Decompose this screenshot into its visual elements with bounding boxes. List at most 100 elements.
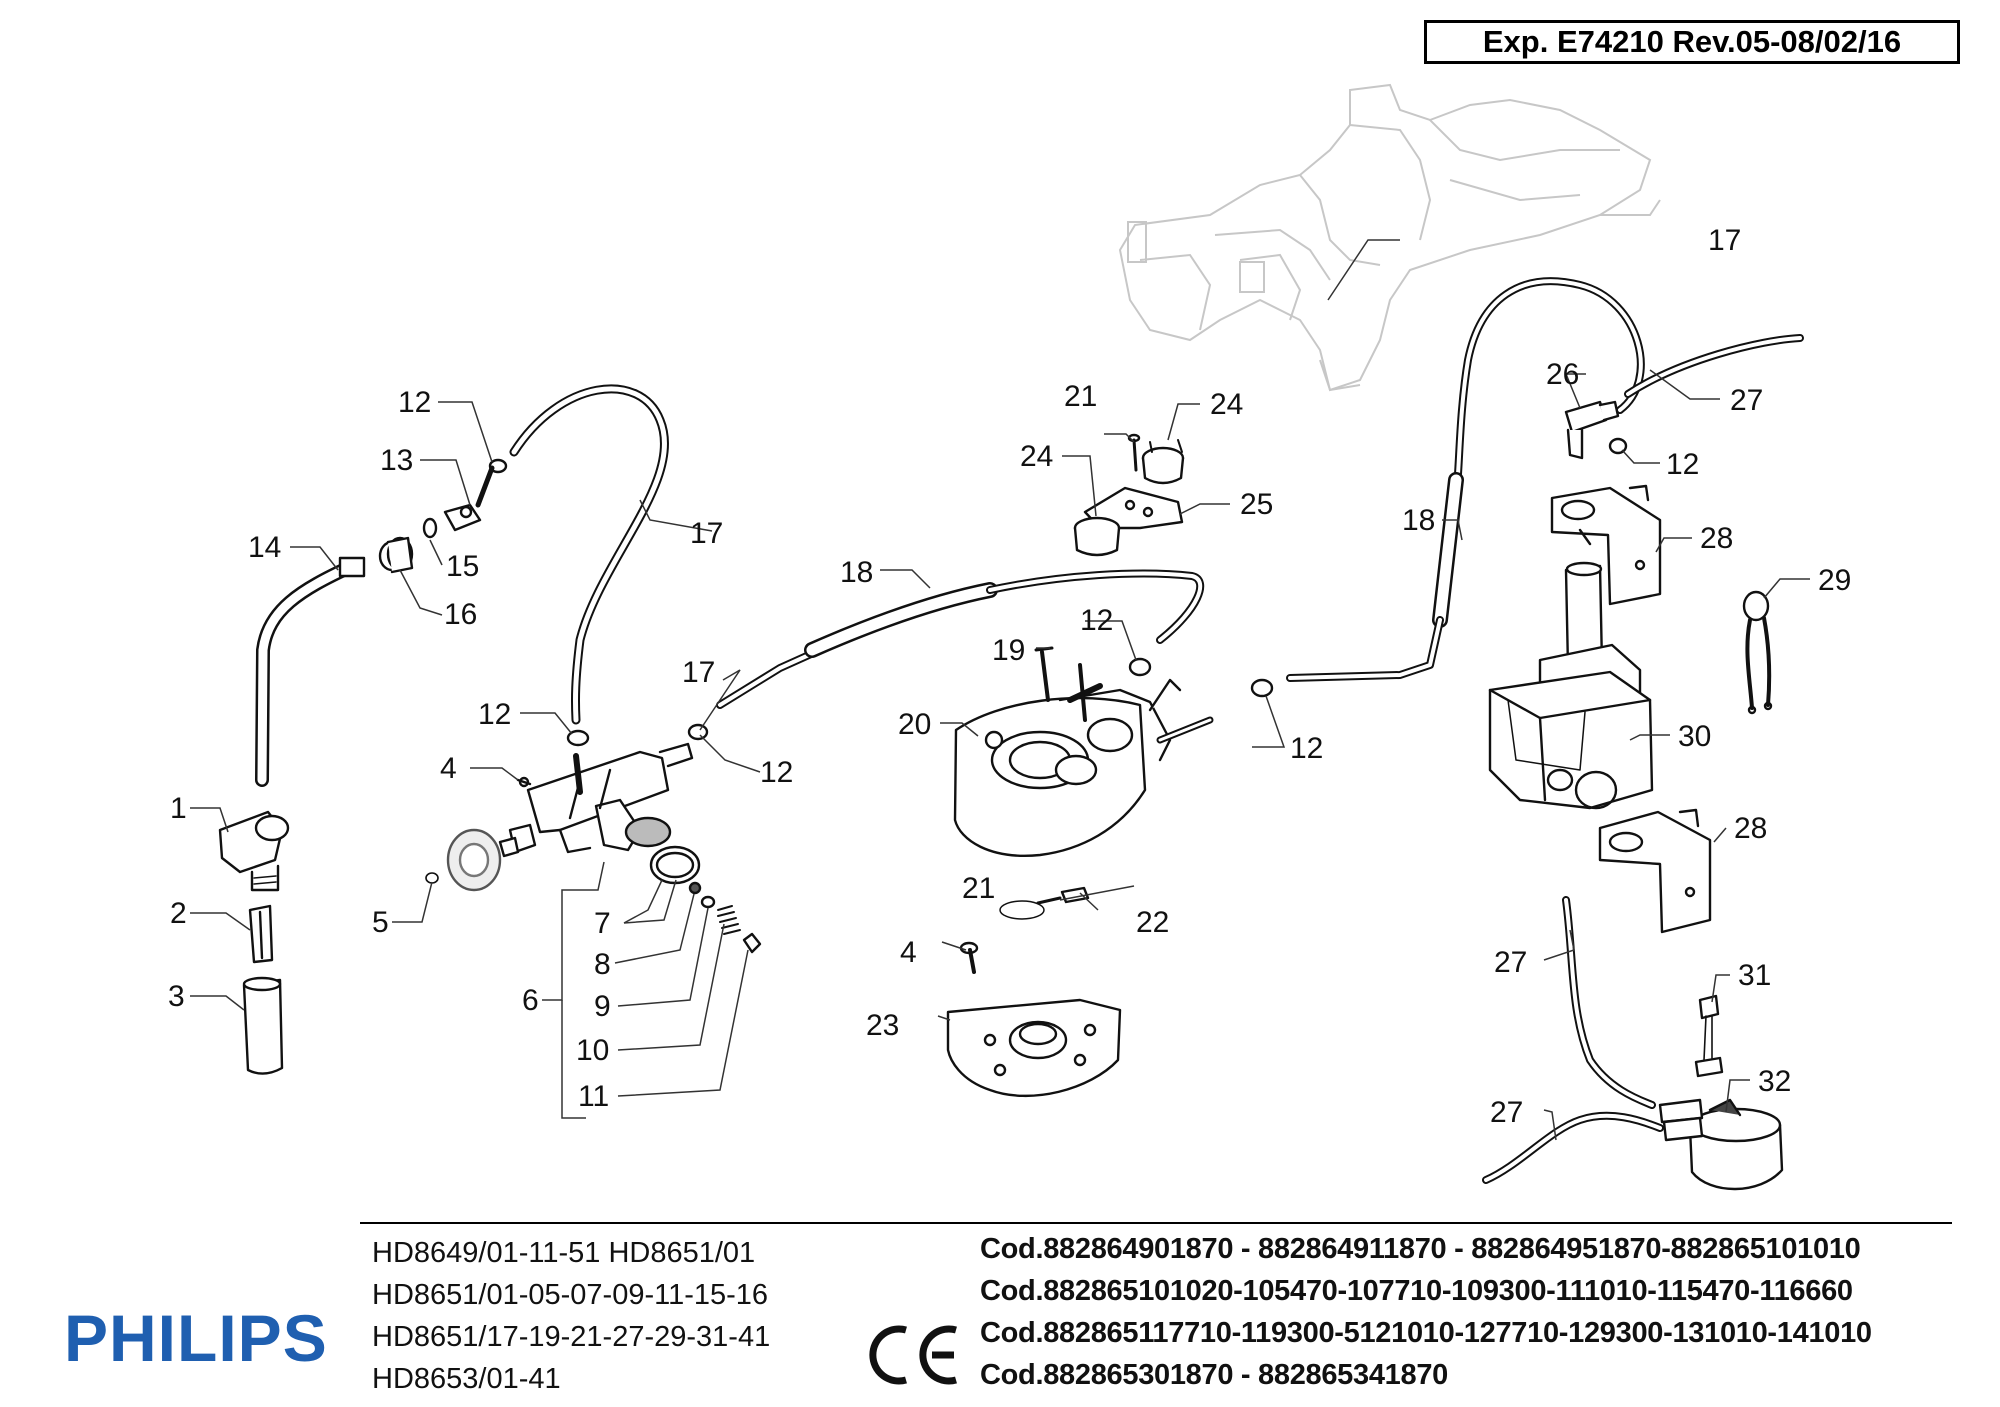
callout-9: 9 [594,990,611,1023]
part-4-screw-base [959,941,979,974]
part-17-hose-middle [716,646,824,709]
part-15-oring [422,517,438,539]
model-line-4: HD8653/01-41 [372,1363,561,1395]
callout-27-mid: 27 [1494,946,1527,979]
callout-25: 25 [1240,488,1273,521]
part-11-valve-cap [742,932,762,954]
callout-17-right: 17 [1708,224,1741,257]
callout-12-right-manifold: 12 [760,756,793,789]
part-3-nozzle [242,976,284,1075]
callout-7: 7 [594,907,611,940]
model-line-3: HD8651/17-19-21-27-29-31-41 [372,1321,771,1353]
callout-17-middle: 17 [682,656,715,689]
callout-18-middle: 18 [840,556,873,589]
callout-19: 19 [992,634,1025,667]
part-28-bracket-lower [1598,808,1712,934]
part-13-valve-stem [443,465,495,532]
callout-11: 11 [578,1080,609,1113]
part-27-hose-lower-vertical [1562,896,1656,1109]
callout-28-upper: 28 [1700,522,1733,555]
part-17-hose-upper [509,384,670,725]
callout-14: 14 [248,531,281,564]
callout-21-top: 21 [1064,380,1097,413]
callout-leaders [190,239,1810,1141]
callout-10: 10 [576,1034,609,1067]
callout-24-left: 24 [1020,440,1053,473]
callout-8: 8 [594,948,611,981]
part-16-fitting [378,536,414,574]
callout-23: 23 [866,1009,899,1042]
callout-16: 16 [444,598,477,631]
callout-27-upper: 27 [1730,384,1763,417]
callout-15: 15 [446,550,479,583]
model-line-2: HD8651/01-05-07-09-11-15-16 [372,1279,769,1311]
part-27-hose-upper-right [1624,334,1804,398]
part-7-oring [649,845,701,885]
ce-mark-icon [869,1325,957,1385]
callout-29: 29 [1818,564,1851,597]
part-26-elbow-fitting [1564,400,1620,460]
callout-1: 1 [170,792,187,825]
part-29-sensor [1742,590,1773,715]
part-6-manifold [498,742,694,858]
callout-26: 26 [1546,358,1579,391]
callout-5: 5 [372,906,389,939]
product-code-list: Cod.882864901870 - 882864911870 - 882864… [980,1228,1872,1396]
model-list: HD8649/01-11-51 HD8651/01 HD8651/01-05-0… [372,1232,770,1400]
callout-31: 31 [1738,959,1771,992]
part-28-bracket-upper [1550,484,1662,606]
footer-divider [360,1222,1952,1224]
callout-32: 32 [1758,1065,1791,1098]
machine-frame-background [1118,83,1661,392]
callout-12-elbow: 12 [1666,448,1699,481]
part-30-pump [1488,561,1654,810]
brand-logo: PHILIPS [64,1301,328,1375]
part-2-sleeve [248,904,274,964]
part-18-sleeve-right [1286,472,1464,682]
callout-4-base: 4 [900,936,917,969]
model-line-1: HD8649/01-11-51 HD8651/01 [372,1237,756,1269]
callout-22: 22 [1136,906,1169,939]
code-line-1: Cod.882864901870 - 882864911870 - 882864… [980,1233,1861,1265]
callout-13: 13 [380,444,413,477]
callout-21-bottom: 21 [962,872,995,905]
part-21-screw-top [1127,433,1141,472]
part-24-thermostat-right [1141,439,1185,485]
callout-4-manifold: 4 [440,752,457,785]
part-31-cable-connector [1694,994,1724,1078]
part-1-steam-knob [218,810,290,892]
part-27-hose-lower-curve [1482,1111,1664,1184]
part-10-spring [717,905,741,935]
callout-3: 3 [168,980,185,1013]
part-12-clip-right-manifold [687,723,709,741]
callout-28-lower: 28 [1734,812,1767,845]
callout-30: 30 [1678,720,1711,753]
part-8-ball [688,881,702,895]
callout-12-manifold: 12 [478,698,511,731]
part-12-clip-top [488,458,508,474]
callout-18-right: 18 [1402,504,1435,537]
part-21-screw-bottom [999,896,1062,920]
callout-12-boiler: 12 [1080,604,1113,637]
part-14-steam-pipe [255,556,366,787]
part-12-clip-boiler [1128,657,1152,677]
part-32-flowmeter [1658,1098,1784,1191]
callout-labels: 1 2 3 4 5 6 7 8 9 10 11 12 12 12 12 12 1… [168,224,1851,1129]
callout-6: 6 [522,984,539,1017]
callout-12-top: 12 [398,386,431,419]
part-20-boiler [953,663,1214,857]
callout-24-right: 24 [1210,388,1243,421]
part-12-clip-right-lower [1250,678,1274,698]
part-19-screw [1034,646,1054,702]
code-line-4: Cod.882865301870 - 882865341870 [980,1359,1448,1391]
callout-20: 20 [898,708,931,741]
part-5-gear [425,828,502,892]
code-line-3: Cod.882865117710-119300-5121010-127710-1… [980,1317,1872,1349]
part-4-screw [516,776,532,788]
part-9-washer [700,895,716,909]
part-17-hose-right [1451,277,1645,504]
part-23-base-plate [946,998,1122,1097]
callout-2: 2 [170,897,187,930]
revision-reference-box: Exp. E74210 Rev.05-08/02/16 [1424,20,1960,64]
